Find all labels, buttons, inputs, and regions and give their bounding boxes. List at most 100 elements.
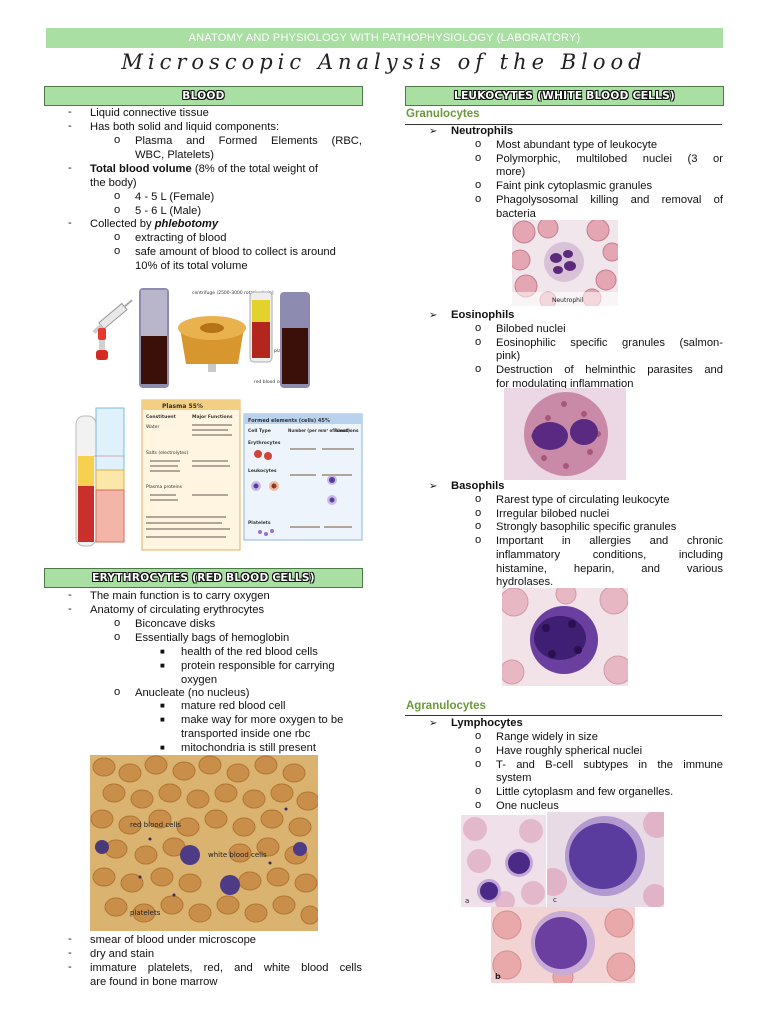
formed-45-label: Formed elements (cells) 45% xyxy=(248,418,330,424)
erythrocytes-section-bar: ERYTHROCYTES (RED BLOOD CELLS) xyxy=(44,568,363,588)
ery-point-2b1: health of the red blood cells xyxy=(181,646,318,658)
dash-bullet: - xyxy=(68,217,72,229)
agranulocytes-heading: Agranulocytes xyxy=(406,700,486,712)
granulocytes-rule xyxy=(405,124,722,125)
lymphocyte-point-3-line1: T- and B-cell subtypes in the immune xyxy=(496,759,723,771)
square-bullet: ■ xyxy=(160,661,165,670)
lymphocyte-image-a: a xyxy=(461,815,546,907)
circle-bullet: o xyxy=(475,507,482,519)
smear-wbc-label: white blood cells xyxy=(208,851,267,859)
arrow-bullet: ➢ xyxy=(429,718,438,729)
ery-point-2c3: mitochondria is still present xyxy=(181,742,316,754)
neutrophil-point-4-line2: bacteria xyxy=(496,208,536,220)
circle-bullet: o xyxy=(114,134,121,146)
circle-bullet: o xyxy=(475,799,482,811)
dash-bullet: - xyxy=(68,947,72,959)
panel-a-label: a xyxy=(465,897,469,905)
circle-bullet: o xyxy=(114,231,121,243)
formed-col2: Number (per mm³ of blood) xyxy=(288,428,350,433)
circle-bullet: o xyxy=(475,193,482,205)
circle-bullet: o xyxy=(475,520,482,532)
ery-point-2b: Essentially bags of hemoglobin xyxy=(135,632,290,644)
ery-point-2a: Biconcave disks xyxy=(135,618,216,630)
basophil-point-4-line3: histamine, heparin, and various xyxy=(496,563,723,575)
phlebotomy-term: phlebotomy xyxy=(154,218,219,230)
basophil-point-2: Irregular bilobed nuclei xyxy=(496,508,610,520)
neutrophil-point-1: Most abundant type of leukocyte xyxy=(496,139,658,151)
ery-point-2b2-line2: oxygen xyxy=(181,674,218,686)
ery-point-2b2-line1: protein responsible for carrying xyxy=(181,660,335,672)
square-bullet: ■ xyxy=(160,701,165,710)
neutrophil-caption: Neutrophil xyxy=(552,297,584,304)
square-bullet: ■ xyxy=(160,647,165,656)
arrow-bullet: ➢ xyxy=(429,481,438,492)
ery-point-2c1: mature red blood cell xyxy=(181,700,286,712)
circle-bullet: o xyxy=(475,493,482,505)
blood-point-4: Collected by phlebotomy xyxy=(90,217,218,231)
circle-bullet: o xyxy=(475,152,482,164)
neutrophil-point-2-line1: Polymorphic, multilobed nuclei (3 or xyxy=(496,153,723,165)
circle-bullet: o xyxy=(475,322,482,334)
lymphocyte-image-c: c xyxy=(547,812,664,907)
formed-erythrocytes: Erythrocytes xyxy=(248,440,281,446)
smear-platelets-label: platelets xyxy=(130,909,161,917)
centrifuge-illustration: centrifuge (2500-3000 rotation/min) red … xyxy=(92,288,314,392)
blood-point-1: Liquid connective tissue xyxy=(90,107,209,119)
plasma-55-label: Plasma 55% xyxy=(162,403,203,410)
formed-col1: Cell Type xyxy=(248,428,271,434)
basophil-image xyxy=(502,588,628,686)
circle-bullet: o xyxy=(114,617,121,629)
lymphocyte-point-5: One nucleus xyxy=(496,800,559,812)
circle-bullet: o xyxy=(114,204,121,216)
formed-platelets: Platelets xyxy=(248,520,271,526)
blood-point-2a-line2: WBC, Platelets) xyxy=(135,149,214,161)
eosinophil-point-2-line1: Eosinophilic specific granules (salmon- xyxy=(496,337,723,349)
circle-bullet: o xyxy=(475,534,482,546)
eosinophil-point-2-line2: pink) xyxy=(496,350,521,362)
dash-bullet: - xyxy=(68,106,72,118)
formed-leukocytes: Leukocytes xyxy=(248,468,277,474)
agranulocytes-rule xyxy=(405,715,722,716)
total-blood-volume-term: Total blood volume xyxy=(90,163,192,175)
circle-bullet: o xyxy=(475,785,482,797)
ery-point-2c: Anucleate (no nucleus) xyxy=(135,687,250,699)
neutrophil-point-4-line1: Phagolysosomal killing and removal of xyxy=(496,194,723,206)
blood-point-3: Total blood volume (8% of the total weig… xyxy=(90,162,318,176)
blood-point-2: Has both solid and liquid components: xyxy=(90,121,280,133)
page-title: Microscopic Analysis of the Blood xyxy=(121,50,647,74)
blood-volume-male: 5 - 6 L (Male) xyxy=(135,205,202,217)
ery-point-2c2-line1: make way for more oxygen to be xyxy=(181,714,344,726)
circle-bullet: o xyxy=(114,245,121,257)
neutrophil-point-3: Faint pink cytoplasmic granules xyxy=(496,180,653,192)
circle-bullet: o xyxy=(475,363,482,375)
rbc-tube-label: red blood cells xyxy=(254,379,287,385)
blood-point-4b-line1: safe amount of blood to collect is aroun… xyxy=(135,246,336,258)
lymphocyte-point-3-line2: system xyxy=(496,772,532,784)
lymphocyte-point-1: Range widely in size xyxy=(496,731,598,743)
smear-point-3-line2: are found in bone marrow xyxy=(90,976,218,988)
circle-bullet: o xyxy=(475,179,482,191)
granulocytes-heading: Granulocytes xyxy=(406,108,480,120)
basophil-point-1: Rarest type of circulating leukocyte xyxy=(496,494,670,506)
course-header-bar: ANATOMY AND PHYSIOLOGY WITH PATHOPHYSIOL… xyxy=(46,28,723,48)
arrow-bullet: ➢ xyxy=(429,126,438,137)
dash-bullet: - xyxy=(68,162,72,174)
neutrophil-point-2-line2: more) xyxy=(496,166,526,178)
basophil-point-4-line4: hydrolases. xyxy=(496,576,554,588)
ery-point-2c2-line2: transported inside one rbc xyxy=(181,728,311,740)
blood-point-4a: extracting of blood xyxy=(135,232,227,244)
circle-bullet: o xyxy=(475,138,482,150)
circle-bullet: o xyxy=(475,744,482,756)
ery-point-2: Anatomy of circulating erythrocytes xyxy=(90,604,265,616)
plasma-col1: Constituent xyxy=(146,414,177,420)
plasma-col2: Major Functions xyxy=(192,414,233,420)
panel-b-label: b xyxy=(495,972,501,981)
eosinophil-point-1: Bilobed nuclei xyxy=(496,323,566,335)
basophil-point-3: Strongly basophilic specific granules xyxy=(496,521,677,533)
basophil-point-4-line1: Important in allergies and chronic xyxy=(496,535,723,547)
blood-point-4b-line2: 10% of its total volume xyxy=(135,260,248,272)
plasma-salts: Salts (electrolytes) xyxy=(146,450,188,456)
circle-bullet: o xyxy=(114,686,121,698)
eosinophil-point-3-line2: for modulating inflammation xyxy=(496,378,634,390)
collected-by-text: Collected by xyxy=(90,218,155,230)
